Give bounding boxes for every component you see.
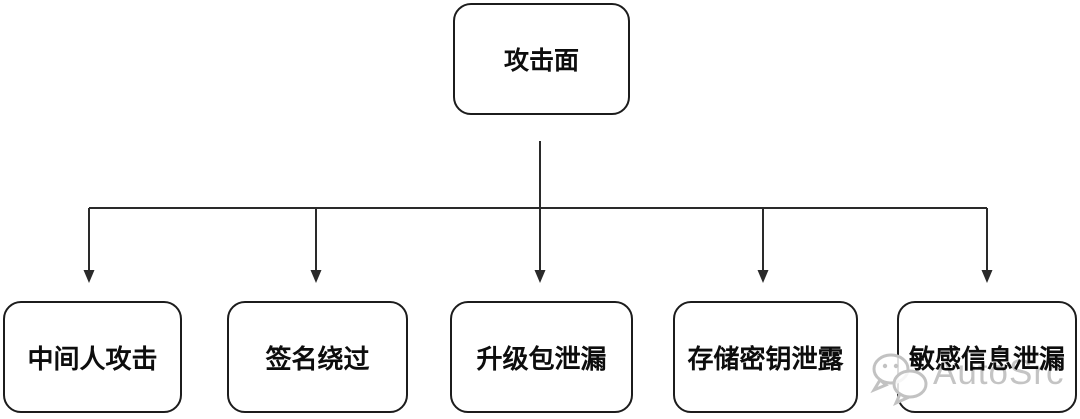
node-label: 存储密钥泄露: [687, 343, 844, 374]
node-label: 签名绕过: [265, 343, 370, 374]
node-label: 中间人攻击: [27, 343, 158, 374]
node-label: 升级包泄漏: [476, 343, 607, 374]
arrowheads: [83, 270, 993, 283]
node-mitm-attack: 中间人攻击: [3, 301, 182, 413]
node-attack-surface: 攻击面: [453, 3, 630, 115]
node-label: 攻击面: [503, 47, 579, 75]
node-label: 敏感信息泄漏: [908, 343, 1065, 374]
node-signature-bypass: 签名绕过: [227, 301, 408, 413]
node-sensitive-info-leak: 敏感信息泄漏: [897, 301, 1077, 413]
node-update-package-leak: 升级包泄漏: [450, 301, 633, 413]
node-stored-key-leak: 存储密钥泄露: [673, 301, 858, 413]
